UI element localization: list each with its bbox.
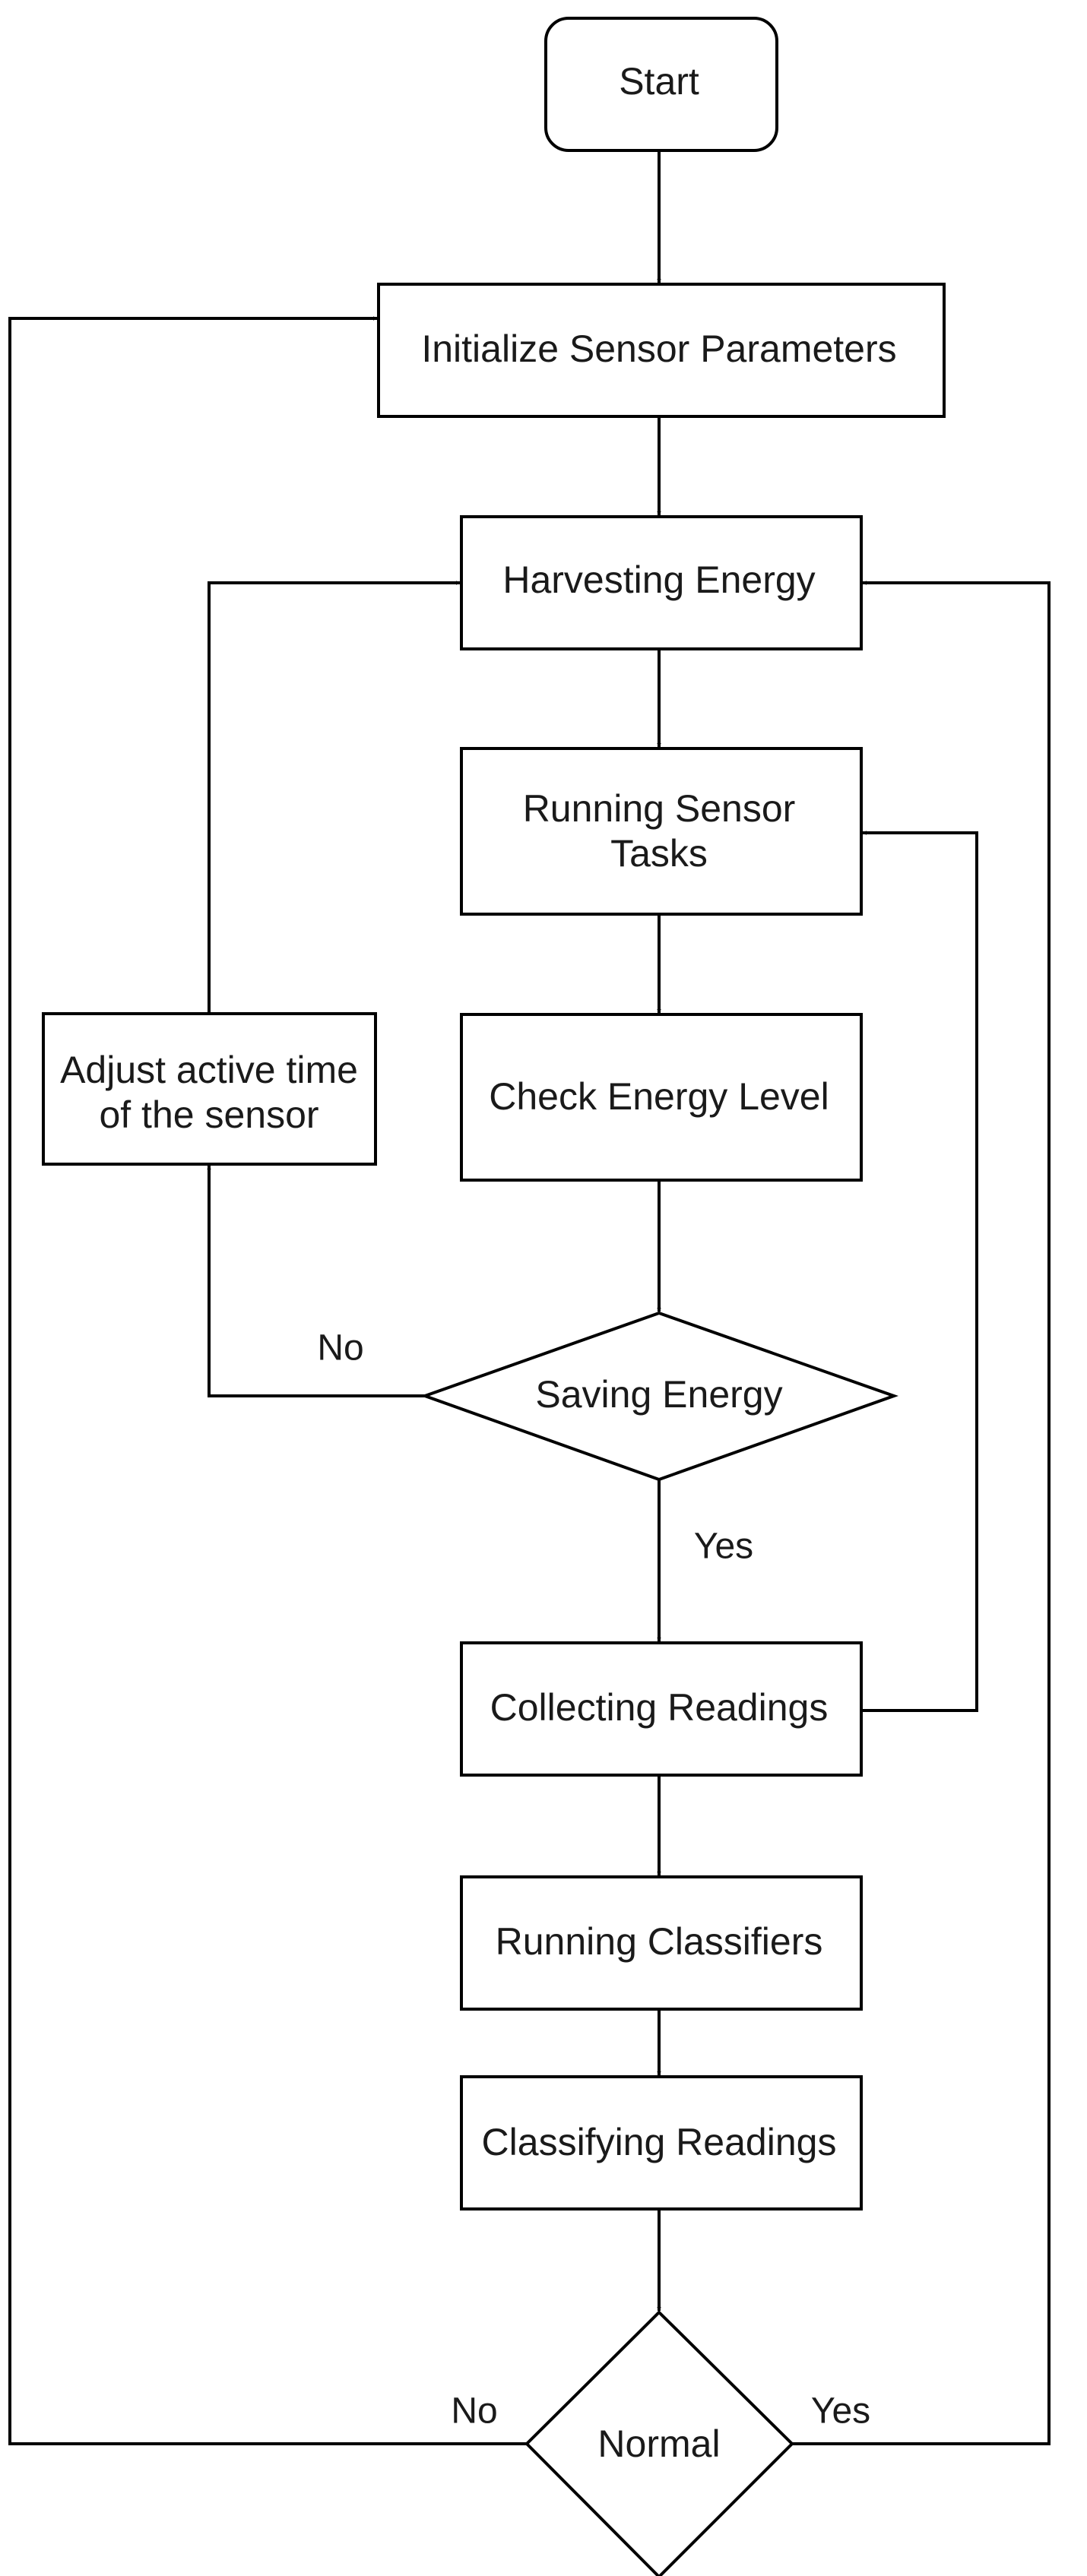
normal-label: Normal [597,2423,720,2465]
check-node [460,1013,863,1182]
saving-label: Saving Energy [535,1373,782,1416]
run-class-node [460,1875,863,2011]
harvest-label: Harvesting Energy [502,559,815,601]
start-node [544,17,778,152]
edge-normal-no-init [8,316,527,2445]
normal-no-label: No [451,2391,497,2432]
edge-collect-tasks [861,831,978,1712]
edge-adjust-harvest [208,581,461,1014]
classify-node [460,2075,863,2210]
normal-yes-label: Yes [811,2391,870,2432]
run-tasks-label-line1: Running Sensor [523,787,796,830]
saving-no-label: No [317,1328,363,1369]
init-node [377,283,946,418]
run-tasks-node [460,747,863,916]
init-label: Initialize Sensor Parameters [421,328,896,370]
adjust-label-line2: of the sensor [99,1093,318,1136]
edge-saving-no-adjust [207,1165,425,1397]
run-class-label: Running Classifiers [496,1920,823,1963]
normal-decision [524,2310,794,2576]
collect-label: Collecting Readings [490,1686,829,1729]
saving-yes-label: Yes [694,1527,753,1567]
classify-label: Classifying Readings [482,2121,837,2163]
start-label: Start [619,60,699,103]
collect-node [460,1641,863,1777]
edge-normal-yes-harvest [792,581,1051,2445]
adjust-label-line1: Adjust active time [60,1049,358,1091]
check-label: Check Energy Level [489,1075,829,1118]
run-tasks-label-line2: Tasks [610,832,708,875]
harvest-node [460,515,863,650]
